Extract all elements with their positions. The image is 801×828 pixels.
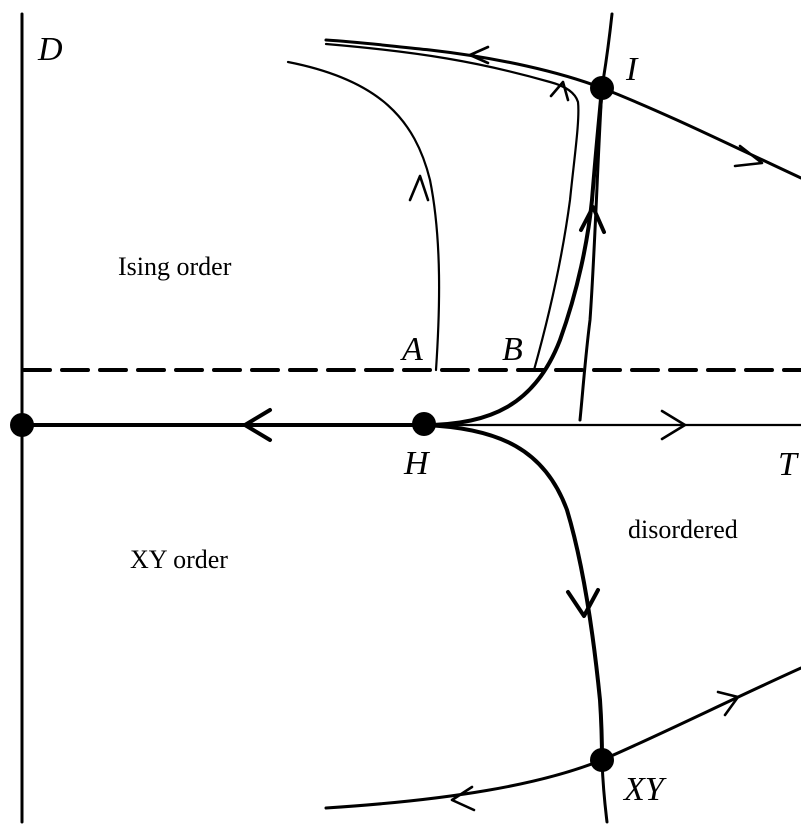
flow-line-i-right — [600, 86, 801, 180]
region-label-disordered: disordered — [628, 515, 738, 544]
point-label-b: B — [502, 331, 523, 368]
arrow-down-separatrix — [566, 588, 600, 618]
fixed-point-label-h: H — [403, 445, 431, 482]
flow-line-b — [324, 42, 580, 372]
axis-label-d: D — [37, 31, 63, 68]
fixed-point-origin — [10, 413, 34, 437]
fixed-point-i — [590, 76, 614, 100]
fixed-point-label-i: I — [625, 51, 639, 88]
point-label-a: A — [400, 331, 423, 368]
arrow-right-lower — [716, 690, 740, 717]
flow-line-i-left — [324, 38, 604, 90]
arrow-up-flow-a — [408, 174, 430, 202]
fixed-point-h — [412, 412, 436, 436]
arrow-left-upper — [468, 45, 490, 65]
axis-label-t: T — [778, 446, 799, 483]
fixed-point-label-xy: XY — [622, 771, 667, 808]
flow-line-xy-left — [324, 758, 604, 810]
region-label-xy-order: XY order — [130, 545, 228, 574]
arrow-right-upper — [733, 144, 764, 168]
arrow-right-on-axis — [660, 409, 687, 441]
arrow-left-on-axis — [243, 408, 272, 442]
flow-line-a — [286, 60, 441, 372]
arrow-left-lower — [450, 785, 476, 812]
arrow-up-separatrix — [579, 205, 606, 234]
region-label-ising-order: Ising order — [118, 252, 232, 281]
flow-line-xy-right — [600, 666, 801, 762]
arrow-up-flow-b — [549, 80, 570, 102]
fixed-point-xy — [590, 748, 614, 772]
separatrix-h-to-i — [422, 86, 604, 427]
separatrix-h-to-xy — [422, 423, 604, 762]
